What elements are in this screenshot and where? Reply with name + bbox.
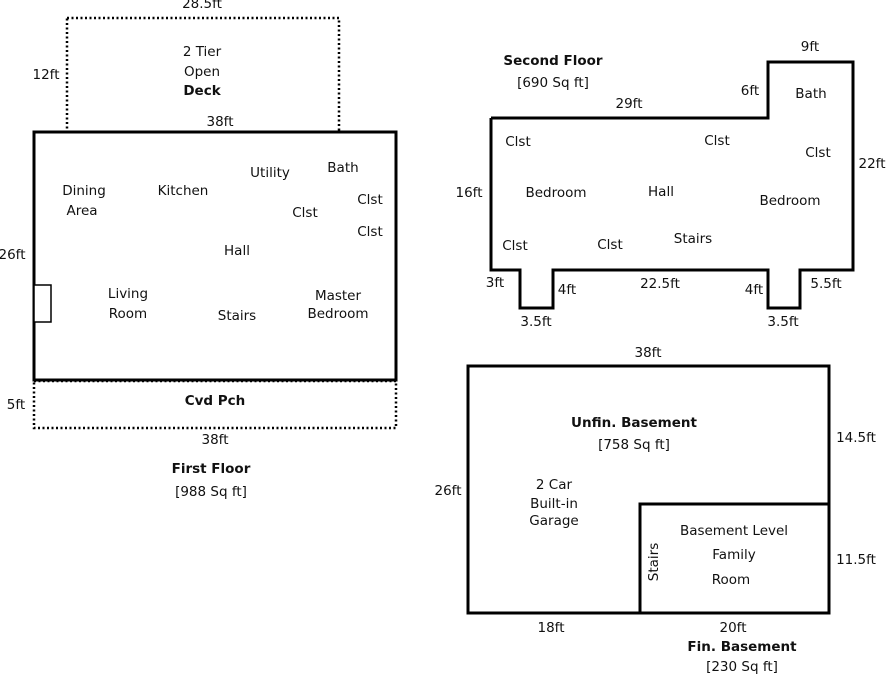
second-floor-closet-right: Clst [805, 145, 831, 161]
basement-right-lower-dim: 11.5ft [836, 552, 876, 568]
deck-width-label: 28.5ft [182, 0, 222, 12]
basement-plan: 38ft Unfin. Basement [758 Sq ft] 14.5ft … [435, 345, 876, 674]
deck-label-line2: Open [184, 64, 220, 80]
second-floor-top-dim: 29ft [616, 96, 643, 112]
living-label-line2: Room [109, 306, 147, 322]
second-floor-closet-top-left: Clst [505, 134, 531, 150]
second-floor-plan: Second Floor [690 Sq ft] 29ft 6ft 9ft 22… [456, 39, 886, 330]
second-floor-left-dim: 16ft [456, 185, 483, 201]
second-floor-left-notch-dim: 3ft [486, 275, 504, 291]
second-floor-notch1-depth: 4ft [558, 282, 576, 298]
garage-label-line1: 2 Car [536, 477, 573, 493]
porch-outline [32, 379, 398, 430]
first-floor-area: [988 Sq ft] [175, 484, 247, 500]
garage-label-line3: Garage [529, 513, 578, 529]
finished-basement-wall [638, 502, 829, 613]
first-floor-plan: 28.5ft 12ft 2 Tier Open Deck 38ft 26ft D… [0, 0, 398, 500]
second-floor-bedroom-2: Bedroom [759, 193, 820, 209]
porch-label: Cvd Pch [185, 393, 246, 409]
first-floor-closet-1: Clst [357, 192, 383, 208]
dining-label-line2: Area [66, 203, 97, 219]
basement-outline [466, 364, 831, 615]
second-floor-closet-top-mid: Clst [704, 133, 730, 149]
basement-stairs-label: Stairs [646, 543, 662, 581]
porch-depth-label: 5ft [7, 397, 25, 413]
dining-label-line1: Dining [62, 183, 106, 199]
living-label-line1: Living [108, 286, 148, 302]
second-floor-bath-width-dim: 9ft [801, 39, 819, 55]
first-floor-bath-label: Bath [327, 160, 358, 176]
second-floor-notch2-width: 3.5ft [767, 314, 798, 330]
second-floor-right-dim: 22ft [859, 156, 886, 172]
second-floor-bath-label: Bath [795, 86, 826, 102]
second-floor-title: Second Floor [503, 53, 603, 69]
garage-label-line2: Built-in [530, 496, 578, 512]
second-floor-stairs-label: Stairs [674, 231, 712, 247]
deck-label-line3: Deck [183, 83, 221, 99]
family-room-label-line1: Basement Level [680, 523, 788, 539]
deck-label-line1: 2 Tier [183, 44, 222, 60]
unfinished-basement-title: Unfin. Basement [571, 415, 697, 431]
first-floor-left-dim: 26ft [0, 247, 26, 263]
family-room-label-line3: Room [712, 572, 750, 588]
basement-bottom-right-dim: 20ft [720, 620, 747, 636]
first-floor-closet-2: Clst [292, 205, 318, 221]
first-floor-closet-3: Clst [357, 224, 383, 240]
finished-basement-area: [230 Sq ft] [706, 659, 778, 674]
second-floor-closet-bottom-mid: Clst [597, 237, 623, 253]
utility-label: Utility [250, 165, 290, 181]
second-floor-notch1-width: 3.5ft [520, 314, 551, 330]
second-floor-hall-label: Hall [648, 184, 674, 200]
first-floor-hall-label: Hall [224, 243, 250, 259]
first-floor-stairs-label: Stairs [218, 308, 256, 324]
second-floor-step-dim: 6ft [741, 83, 759, 99]
first-floor-title: First Floor [172, 461, 251, 477]
fireplace [33, 284, 52, 323]
basement-top-dim: 38ft [635, 345, 662, 361]
first-floor-top-dim: 38ft [207, 114, 234, 130]
second-floor-notch2-depth: 4ft [745, 282, 763, 298]
basement-left-dim: 26ft [435, 483, 462, 499]
second-floor-bedroom-1: Bedroom [525, 185, 586, 201]
basement-bottom-left-dim: 18ft [538, 620, 565, 636]
second-floor-mid-dim: 22.5ft [640, 276, 680, 292]
finished-basement-title: Fin. Basement [687, 639, 797, 655]
unfinished-basement-area: [758 Sq ft] [598, 437, 670, 453]
second-floor-right-notch-dim: 5.5ft [810, 276, 841, 292]
second-floor-closet-bottom-left: Clst [502, 238, 528, 254]
first-floor-bottom-dim: 38ft [202, 432, 229, 448]
second-floor-area: [690 Sq ft] [517, 75, 589, 91]
kitchen-label: Kitchen [158, 183, 209, 199]
deck-depth-label: 12ft [33, 67, 60, 83]
master-label-line1: Master [315, 288, 362, 304]
second-floor-outline [489, 60, 855, 310]
family-room-label-line2: Family [712, 547, 755, 563]
master-label-line2: Bedroom [307, 306, 368, 322]
basement-right-upper-dim: 14.5ft [836, 430, 876, 446]
